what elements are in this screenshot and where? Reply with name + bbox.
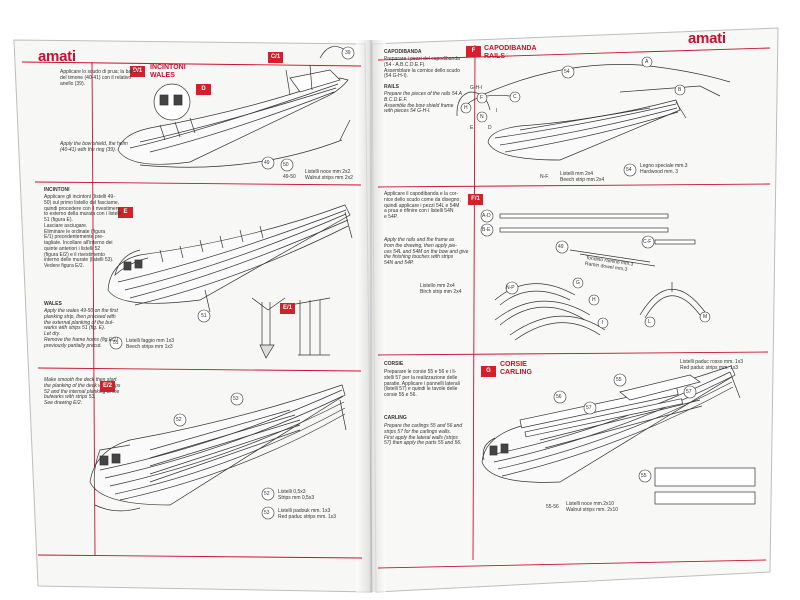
callout-52-strip: 52 bbox=[264, 491, 270, 497]
callout-57-boat: 57 bbox=[586, 405, 592, 411]
strip-label-49-50: 49-50 bbox=[283, 174, 296, 180]
strip-55-56-label: 55-56 bbox=[546, 504, 559, 510]
strip-51-spec: Listelli faggio mm 1x3 Beech strips mm 1… bbox=[126, 338, 175, 350]
step-f-title-it: CAPODIBANDA bbox=[484, 45, 537, 52]
step-tag-c1: C/1 bbox=[268, 52, 283, 63]
step-d1-text-it: Applicare lo scudo di prua; la barra del… bbox=[60, 69, 138, 87]
step-tag-f1: F/1 bbox=[468, 194, 483, 205]
callout-54-wood: 54 bbox=[626, 167, 632, 173]
detail-e1 bbox=[251, 297, 331, 359]
step-g-text-en: Prepare the carlings 55 and 56 and strip… bbox=[384, 423, 463, 447]
callout-b-e: B-E bbox=[482, 227, 491, 233]
step-f-text-en: Prepare the pieces of the rails 54 A B.C… bbox=[384, 91, 462, 115]
callout-c-f: C-F bbox=[643, 239, 652, 245]
callout-51-boat: 51 bbox=[201, 313, 207, 319]
callout-e: E bbox=[470, 125, 474, 131]
callout-55-g: 55 bbox=[616, 377, 622, 383]
step-f1-text-it: Applicare il capodibanda e la cor- nice … bbox=[384, 191, 461, 220]
step-e-heading: INCINTONI bbox=[44, 187, 70, 193]
wood-54-spec: Legno speciale mm.3 Hardwood mm. 3 bbox=[640, 163, 688, 175]
step-g-title-en: CARLING bbox=[500, 369, 532, 376]
boat-g bbox=[481, 365, 741, 483]
callout-d-f: D bbox=[488, 125, 492, 131]
rails-f1 bbox=[494, 213, 706, 341]
callout-55-part: 55 bbox=[641, 473, 647, 479]
callout-50: 50 bbox=[283, 162, 289, 168]
boat-f bbox=[456, 64, 731, 161]
strip-57-spec: Listelli paduc rosso mm. 1x3 Red paduc s… bbox=[680, 359, 744, 371]
callout-49: 49 bbox=[264, 160, 270, 166]
callout-g-f1: G bbox=[576, 280, 580, 286]
callout-g-h-i: G-H-I bbox=[470, 85, 483, 91]
step-f-text-it: Preparare i pezzi del capodibanda (54 - … bbox=[384, 56, 460, 80]
step-d1-heading-it: INCINTONI bbox=[150, 64, 186, 71]
callout-56-g: 56 bbox=[556, 394, 562, 400]
strip-52-spec: Listelli 0,5x3 Strips mm 0,5x3 bbox=[278, 489, 315, 501]
boat-d1 bbox=[117, 46, 351, 168]
strip-n-p-label: N-P bbox=[506, 285, 515, 291]
callout-53-boat: 53 bbox=[233, 396, 239, 402]
callout-49-f1: 49 bbox=[558, 244, 564, 250]
right-frame bbox=[377, 44, 771, 569]
callout-52-boat: 52 bbox=[176, 417, 182, 423]
step-g-heading-en: CARLING bbox=[384, 415, 407, 421]
callout-m-f1: M bbox=[703, 314, 708, 320]
callout-i-f: I bbox=[496, 108, 498, 114]
strip-49-50-spec: Listelli noce mm 2x2 Walnut strips mm 2x… bbox=[305, 169, 353, 181]
step-tag-d1: D/1 bbox=[130, 66, 145, 77]
strip-55-56-spec: Listelli noce mm.2x10 Walnut strips mm. … bbox=[566, 501, 619, 513]
step-g-title-it: CORSIE bbox=[500, 361, 527, 368]
callout-c: C bbox=[513, 94, 517, 100]
strip-n-f-spec: Listelli mm 2x4 Beech strip mm 2x4 bbox=[560, 171, 605, 183]
strip-53-spec: Listelli padouk mm. 1x3 Red paduc strips… bbox=[278, 508, 337, 520]
step-g-heading-it: CORSIE bbox=[384, 361, 404, 367]
wales-text: Apply the wales 49-50 on the first plank… bbox=[44, 308, 118, 349]
callout-i-f1: I bbox=[602, 320, 604, 326]
callout-l-f1: L bbox=[648, 319, 651, 325]
wales-text-2: Make smooth the deck then start the plan… bbox=[44, 377, 121, 406]
left-callout-circles bbox=[109, 46, 355, 520]
boat-e2 bbox=[89, 384, 347, 512]
callout-57-strip: 57 bbox=[686, 389, 692, 395]
callout-h-f1: H bbox=[592, 297, 596, 303]
step-tag-e2: E/2 bbox=[100, 381, 115, 392]
step-e-text-it: Applicare gli incintoni (listelli 49- 50… bbox=[44, 194, 121, 269]
callout-f: F bbox=[480, 95, 484, 101]
callout-a: A bbox=[645, 59, 649, 65]
strip-n-f-label: N-F bbox=[540, 174, 549, 180]
step-f-title-en: RAILS bbox=[484, 53, 505, 60]
callout-d: D bbox=[196, 84, 211, 95]
rails-heading: RAILS bbox=[384, 84, 399, 90]
step-g-text-it: Preparare le corsie 55 e 56 e i li- stel… bbox=[384, 369, 460, 398]
step-d1-text-en: Apply the bow shield, the helm (40-41) w… bbox=[60, 141, 128, 153]
right-callout-circles bbox=[460, 56, 711, 483]
callout-a-d: A-D bbox=[482, 213, 491, 219]
callout-53-strip: 53 bbox=[264, 510, 270, 516]
callout-n: N bbox=[480, 114, 484, 120]
step-f-heading-it: CAPODIBANDA bbox=[384, 49, 422, 55]
brand-logo-left: amati bbox=[38, 48, 76, 65]
step-tag-f: F bbox=[466, 46, 481, 57]
step-tag-e: E bbox=[118, 207, 133, 218]
brand-logo-right: amati bbox=[688, 30, 726, 47]
callout-39: 39 bbox=[345, 50, 351, 56]
callout-b: B bbox=[678, 87, 682, 93]
step-d1-heading-en: WALES bbox=[150, 72, 175, 79]
callout-54-top: 54 bbox=[564, 69, 570, 75]
strip-n-p-spec: Listello mm 2x4 Birch strip mm 2x4 bbox=[420, 283, 462, 295]
parts-g bbox=[654, 467, 756, 505]
step-tag-g: G bbox=[481, 366, 496, 377]
step-tag-e1: E/1 bbox=[280, 303, 295, 314]
callout-h: H bbox=[464, 105, 468, 111]
page-gutter bbox=[356, 40, 386, 592]
callout-51-strip: 51 bbox=[113, 340, 119, 346]
wales-heading: WALES bbox=[44, 301, 62, 307]
step-f1-text-en: Apply the rails and the frame as from th… bbox=[384, 237, 469, 266]
boat-e bbox=[107, 204, 353, 313]
